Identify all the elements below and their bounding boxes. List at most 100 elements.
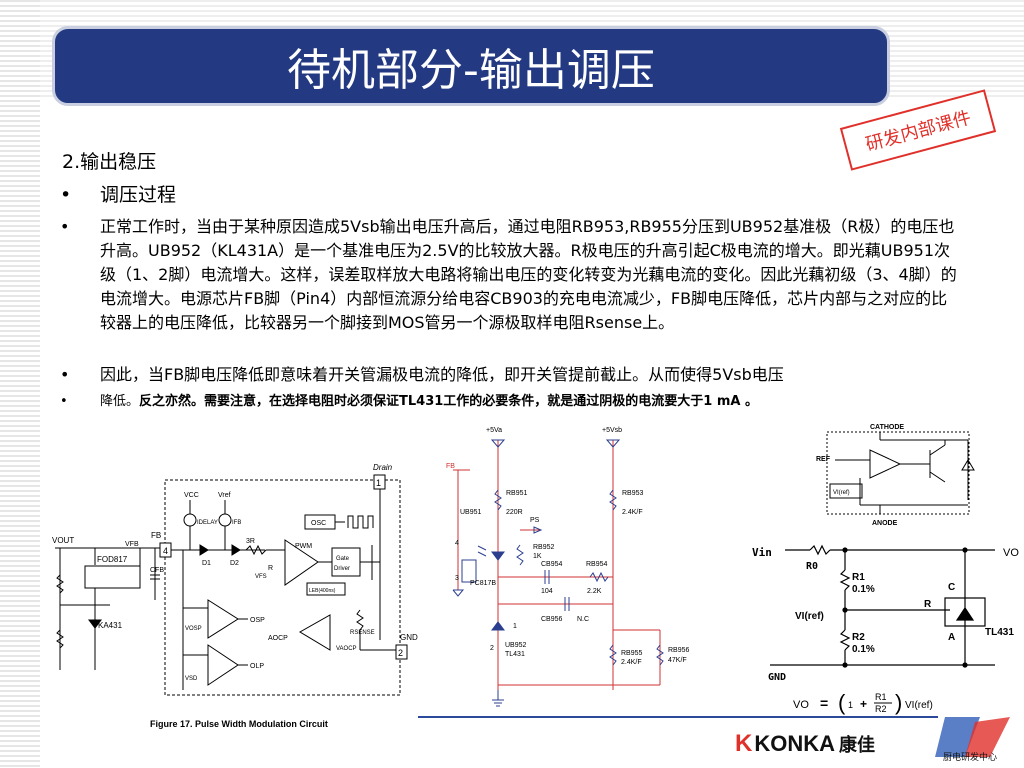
label-r0: R0: [806, 561, 818, 572]
label-mid-fb: FB: [446, 463, 455, 470]
formula-r1: R1: [875, 692, 887, 702]
label-d1: D1: [202, 560, 211, 567]
label-2-4k-a: 2.4K/F: [622, 509, 643, 516]
label-tl431-mid: TL431: [505, 651, 525, 658]
label-r2: R2: [852, 632, 865, 643]
formula-vref: VI(ref): [905, 700, 933, 711]
label-vfb: VFB: [125, 541, 139, 548]
label-olp: OLP: [250, 663, 264, 670]
label-5vsb: +5Vsb: [602, 427, 622, 434]
formula-r2: R2: [875, 704, 887, 714]
label-gnd: GND: [400, 633, 418, 642]
label-r2-tol: 0.1%: [852, 644, 875, 655]
label-vcc: VCC: [184, 492, 199, 499]
label-cb956: CB956: [541, 616, 563, 623]
label-2-4k-b: 2.4K/F: [621, 659, 642, 666]
label-vref-bottom: VI(ref): [795, 611, 824, 622]
label-vfs: VFS: [255, 574, 267, 580]
label-ref: REF: [816, 456, 831, 463]
label-osp: OSP: [250, 617, 265, 624]
label-pin3-mid: 3: [455, 575, 459, 582]
svg-text:): ): [895, 690, 902, 715]
figure-caption: Figure 17. Pulse Width Modulation Circui…: [150, 719, 328, 729]
rd-center-text: 厨电研发中心: [943, 751, 997, 763]
label-vout: VOUT: [52, 536, 74, 545]
konka-cn: 康佳: [839, 735, 876, 755]
label-gate: Gate: [336, 556, 350, 562]
label-pin1-mid: 1: [513, 623, 517, 630]
label-idelay: IDELAY: [197, 520, 218, 526]
label-ub952: UB952: [505, 642, 527, 649]
label-104: 104: [541, 588, 553, 595]
label-pc817b: PC817B: [470, 580, 496, 587]
label-pin-2: 2: [398, 648, 403, 658]
label-d2: D2: [230, 560, 239, 567]
formula-plus: +: [860, 697, 867, 711]
label-c: C: [948, 582, 955, 593]
label-vin: Vin: [752, 546, 772, 559]
label-220r: 220R: [506, 509, 523, 516]
formula: VO = ( 1 + R1 R2 ) VI(ref): [793, 690, 933, 715]
label-47k: 47K/F: [668, 657, 687, 664]
label-aocp: AOCP: [268, 635, 288, 642]
label-rb956: RB956: [668, 647, 690, 654]
label-1k: 1K: [533, 553, 542, 560]
label-osc: OSC: [311, 520, 326, 527]
label-ka431: KA431: [98, 621, 123, 630]
svg-text:(: (: [838, 690, 846, 715]
konka-logo: K KONKA 康佳: [735, 730, 875, 758]
label-drain: Drain: [373, 463, 393, 472]
label-rsense: RSENSE: [350, 630, 375, 636]
label-r1: R1: [852, 572, 865, 583]
label-rb951: RB951: [506, 490, 528, 497]
label-fb: FB: [151, 531, 161, 540]
label-vaocp: VAOCP: [336, 646, 357, 652]
formula-one: 1: [848, 700, 853, 710]
konka-name: KONKA: [754, 731, 836, 756]
label-cfb: CFB: [150, 567, 164, 574]
label-r1-tol: 0.1%: [852, 584, 875, 595]
label-rb954: RB954: [586, 561, 608, 568]
label-pin2-mid: 2: [490, 645, 494, 652]
label-tl431-right: TL431: [985, 627, 1014, 638]
rd-center-logo: 厨电研发中心: [935, 717, 1010, 763]
label-pin4-mid: 4: [455, 540, 459, 547]
label-gnd-right: GND: [768, 672, 786, 683]
footer-rule: [418, 716, 938, 718]
section-heading: 2.输出稳压: [62, 151, 157, 173]
label-driver: Driver: [334, 566, 350, 572]
label-cb954: CB954: [541, 561, 563, 568]
label-cathode: CATHODE: [870, 424, 904, 431]
label-anode: ANODE: [872, 520, 898, 527]
label-rb952: RB952: [533, 544, 555, 551]
background-stripes-left: [0, 0, 40, 768]
label-r-ref: R: [924, 599, 932, 610]
label-vref-top: VI(ref): [833, 490, 850, 496]
label-a: A: [948, 632, 955, 643]
label-nc: N.C: [577, 616, 589, 623]
label-vosp: VOSP: [185, 626, 202, 632]
label-pin-1: 1: [376, 478, 381, 488]
label-fod817: FOD817: [97, 555, 128, 564]
label-5va: +5Va: [486, 427, 502, 434]
label-pwm: PWM: [295, 543, 312, 550]
formula-vo: VO: [793, 699, 809, 711]
label-2-2k: 2.2K: [587, 588, 602, 595]
label-ps: PS: [530, 517, 540, 524]
label-pin-4: 4: [163, 546, 168, 556]
label-vo: VO: [1003, 547, 1019, 559]
label-leb: LEB(400ns): [309, 588, 336, 594]
label-vsd: VSD: [185, 676, 198, 682]
formula-equals: =: [820, 695, 828, 711]
label-rb955: RB955: [621, 650, 643, 657]
label-rb953: RB953: [622, 490, 644, 497]
konka-k-icon: K: [735, 730, 753, 757]
label-ub951: UB951: [460, 509, 482, 516]
title-banner: 待机部分-输出调压: [52, 26, 890, 106]
label-vref: Vref: [218, 492, 231, 499]
label-ifb: IFB: [232, 520, 241, 526]
label-r: R: [268, 565, 273, 572]
page-title: 待机部分-输出调压: [287, 45, 655, 96]
label-3r: 3R: [246, 538, 255, 545]
